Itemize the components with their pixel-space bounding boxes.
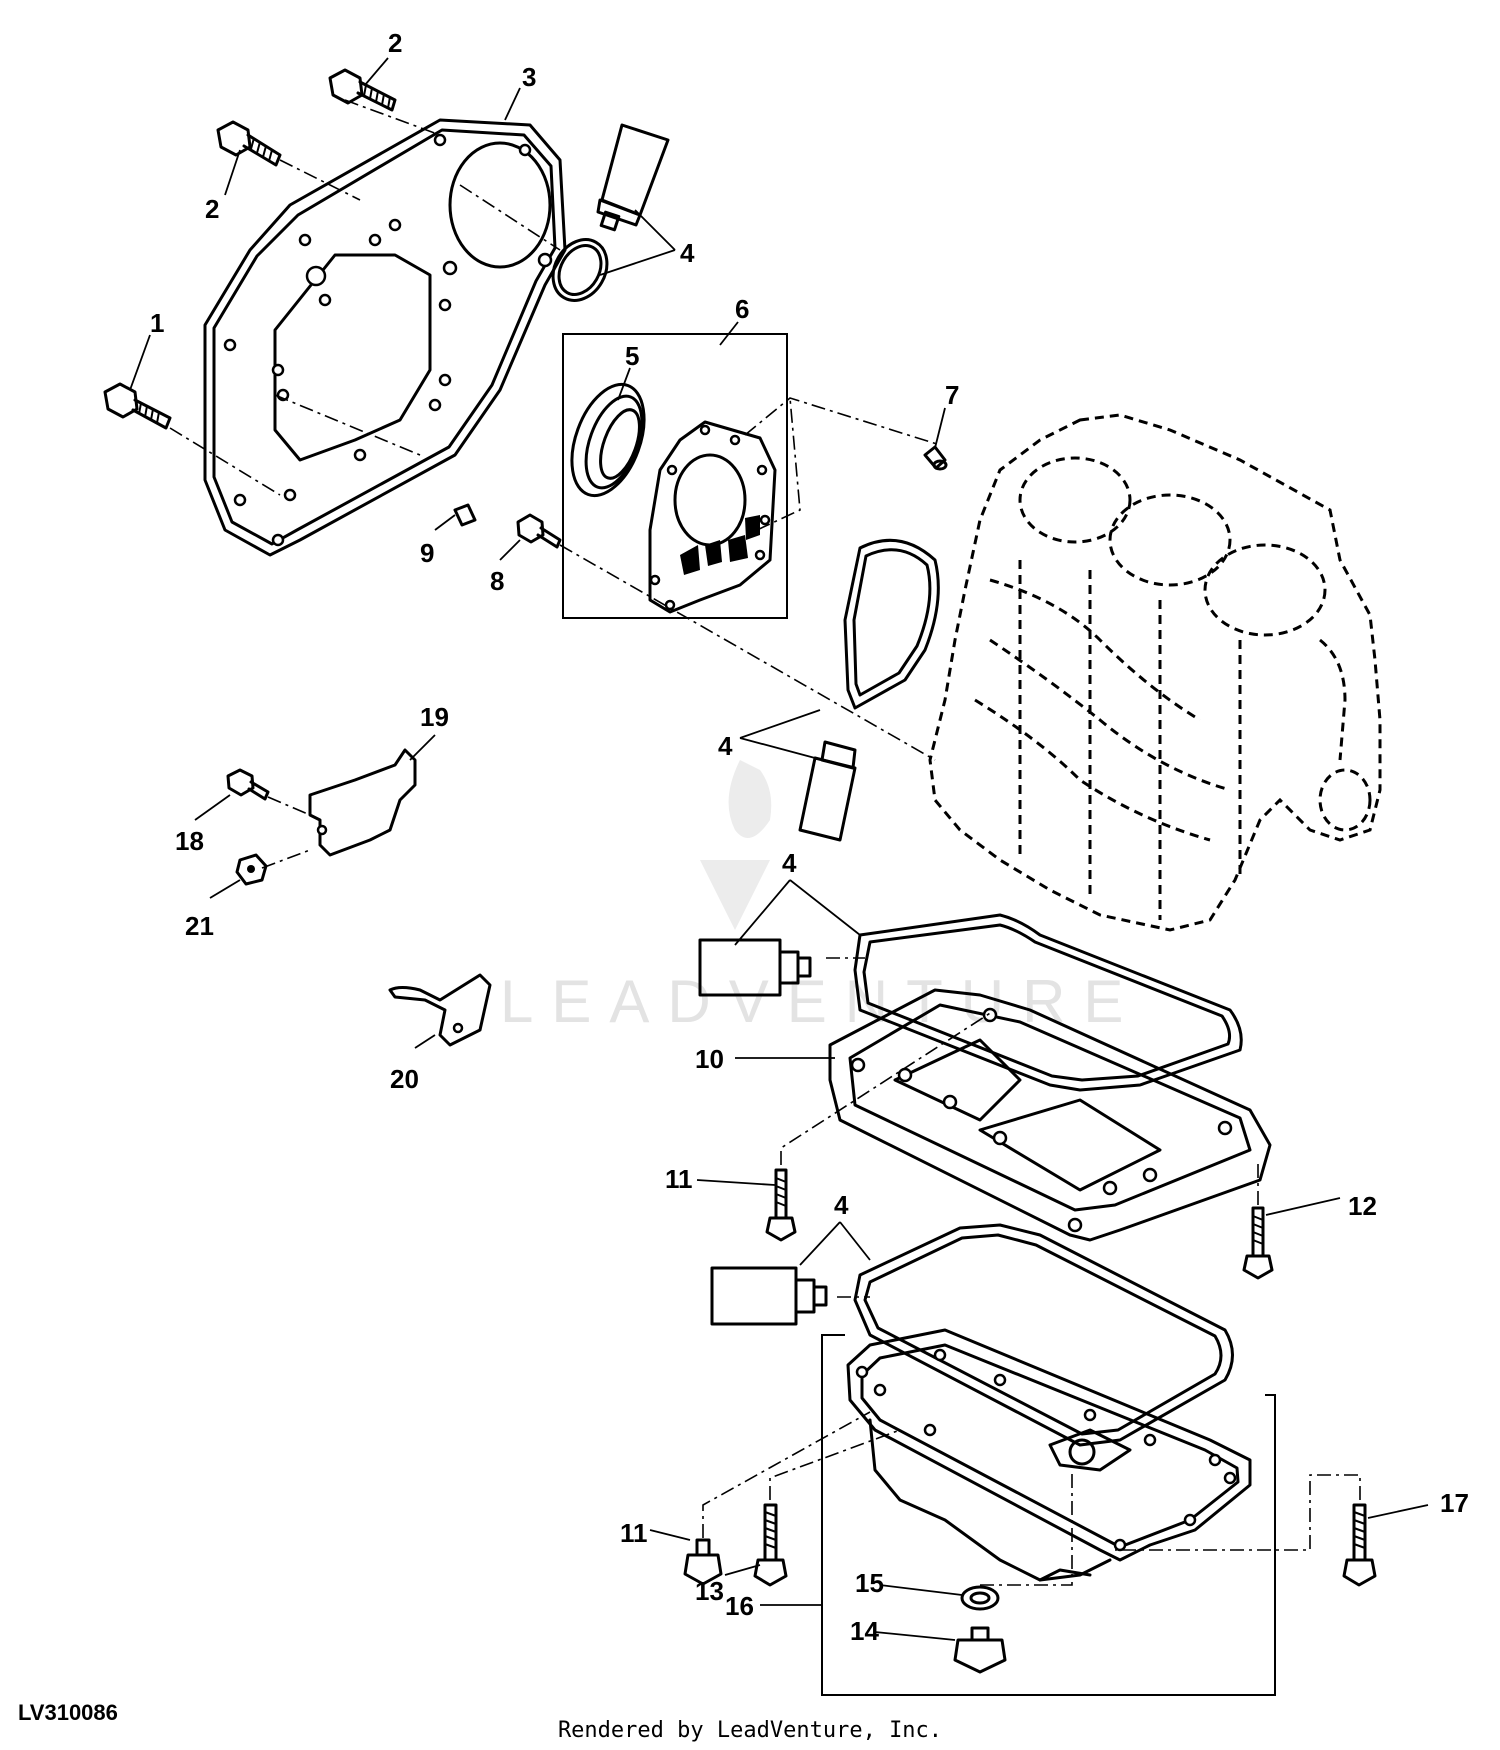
cap-screw-8[interactable] <box>516 513 562 549</box>
callout-labels: 2 3 2 4 6 1 5 7 9 8 19 4 18 21 4 20 10 1… <box>150 28 1469 1646</box>
callout-11-lower: 11 <box>620 1518 648 1548</box>
sealant-tube-middle[interactable] <box>798 740 857 842</box>
cap-screw-11-lower[interactable] <box>683 1538 723 1586</box>
leader-lines <box>129 57 1429 1641</box>
callout-3: 3 <box>522 62 536 92</box>
watermark-logo <box>700 760 772 930</box>
engine-block-reference <box>928 413 1382 932</box>
cap-screw-18[interactable] <box>226 768 270 801</box>
callout-12: 12 <box>1348 1191 1377 1221</box>
callout-19: 19 <box>420 702 449 732</box>
bracket-20[interactable] <box>388 973 492 1047</box>
callout-13: 13 <box>695 1576 724 1606</box>
sealant-tube-pan[interactable] <box>710 1266 828 1326</box>
callout-5: 5 <box>625 341 639 371</box>
callout-18: 18 <box>175 826 204 856</box>
callout-9: 9 <box>420 538 434 568</box>
watermark-text: LEADVENTURE <box>500 968 1141 1035</box>
drain-plug-14[interactable] <box>953 1626 1007 1674</box>
oil-pan-frame-gasket[interactable] <box>853 913 1243 1092</box>
callout-10: 10 <box>695 1044 724 1074</box>
callout-20: 20 <box>390 1064 419 1094</box>
o-ring-seal[interactable] <box>542 230 617 310</box>
sealant-tube-top[interactable] <box>596 123 670 232</box>
bracket-19[interactable] <box>308 748 417 857</box>
oil-pan-frame[interactable] <box>828 988 1272 1242</box>
callout-4-front: 4 <box>718 731 733 761</box>
assembly-centerlines <box>169 99 1361 1586</box>
dowel-pin-9[interactable] <box>453 503 477 527</box>
cap-screw-2-upper[interactable] <box>328 68 397 112</box>
callout-8: 8 <box>490 566 504 596</box>
callout-4-frame: 4 <box>782 848 797 878</box>
cap-screw-12[interactable] <box>1242 1206 1274 1280</box>
drain-plug-washer-15[interactable] <box>960 1585 1000 1611</box>
oil-pan-gasket[interactable] <box>853 1223 1234 1447</box>
nut-21[interactable] <box>235 853 268 886</box>
callout-21: 21 <box>185 911 214 941</box>
callout-1: 1 <box>150 308 164 338</box>
render-credit: Rendered by LeadVenture, Inc. <box>557 1718 943 1743</box>
cap-screw-13[interactable] <box>753 1503 788 1587</box>
callout-14: 14 <box>850 1616 879 1646</box>
flywheel-housing-plate[interactable] <box>203 118 567 557</box>
diagram-id: LV310086 <box>18 1700 118 1725</box>
cap-screw-17[interactable] <box>1342 1503 1377 1587</box>
callout-4-oring: 4 <box>680 238 695 268</box>
callout-17: 17 <box>1440 1488 1469 1518</box>
oil-pan-kit[interactable] <box>821 1328 1276 1696</box>
callout-4-pan: 4 <box>834 1190 849 1220</box>
cap-screw-11-upper[interactable] <box>765 1168 797 1242</box>
callout-16: 16 <box>725 1591 754 1621</box>
cap-screw-1[interactable] <box>103 382 172 430</box>
rear-seal-housing-kit[interactable] <box>558 333 788 619</box>
callout-15: 15 <box>855 1568 884 1598</box>
callout-11-upper: 11 <box>665 1164 693 1194</box>
dowel-pin-7[interactable] <box>923 445 948 471</box>
callout-6: 6 <box>735 294 749 324</box>
callout-2-upper: 2 <box>388 28 402 58</box>
front-cover-gasket[interactable] <box>843 538 940 710</box>
cap-screw-2-lower[interactable] <box>216 120 282 167</box>
callout-7: 7 <box>945 380 959 410</box>
callout-2-lower: 2 <box>205 194 219 224</box>
